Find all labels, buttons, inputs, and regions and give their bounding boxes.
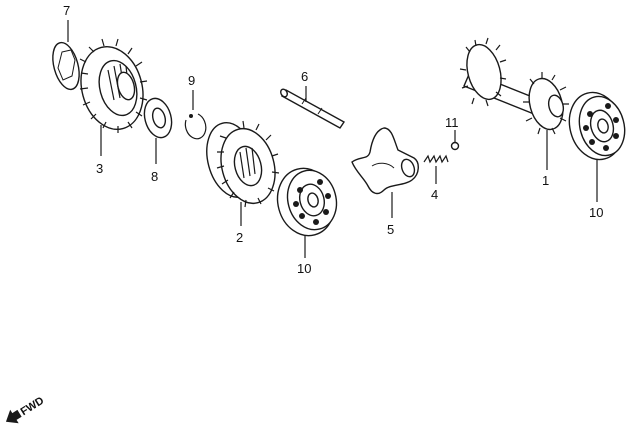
callout-4: 4 (431, 187, 438, 202)
part-11-ball (450, 141, 460, 151)
callout-11: 11 (445, 115, 459, 130)
part-10-bearing-left (276, 167, 338, 237)
part-8-washer (143, 97, 173, 139)
part-10-bearing-right (568, 91, 626, 161)
fwd-label: FWD (19, 395, 47, 418)
part-9-snap-ring (184, 113, 207, 140)
callout-1: 1 (542, 173, 549, 188)
callout-9: 9 (188, 73, 195, 88)
part-1-countershaft (459, 37, 569, 135)
callout-7: 7 (63, 3, 70, 18)
callout-5: 5 (387, 222, 394, 237)
part-5-shift-fork (351, 127, 419, 195)
part-7-hex-washer (52, 41, 80, 91)
leader-lines (67, 20, 598, 258)
part-4-spring (423, 154, 449, 164)
part-3-gear (79, 38, 148, 133)
callout-8: 8 (151, 169, 158, 184)
part-6-shaft (280, 88, 346, 129)
fwd-arrow: FWD (5, 395, 47, 424)
callout-10-left: 10 (297, 261, 311, 276)
callout-10-right: 10 (589, 205, 603, 220)
callout-3: 3 (96, 161, 103, 176)
callout-6: 6 (301, 69, 308, 84)
callout-2: 2 (236, 230, 243, 245)
part-2-gear (206, 120, 280, 208)
